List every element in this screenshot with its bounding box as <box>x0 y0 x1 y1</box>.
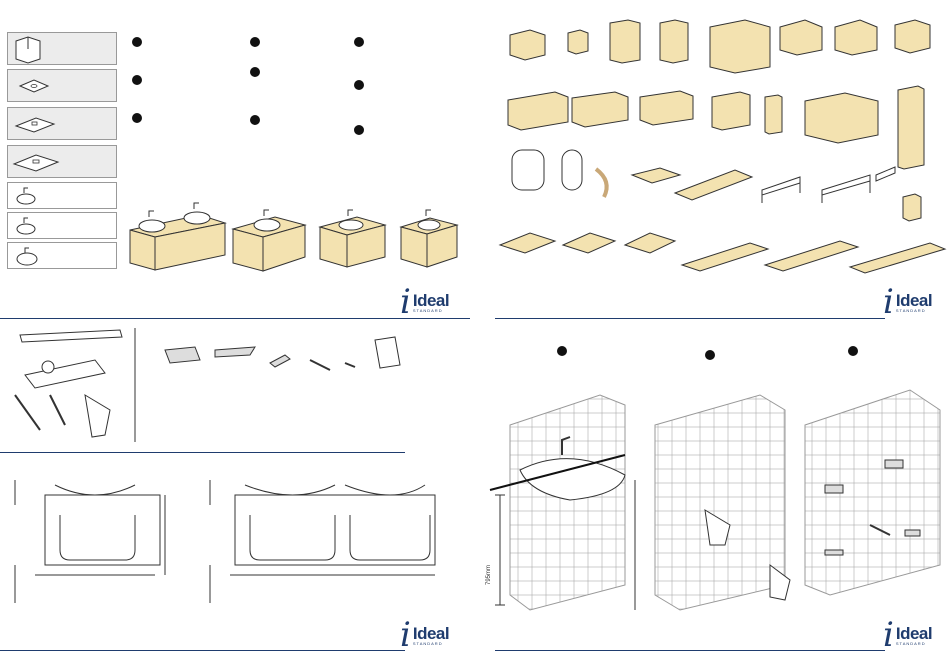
tools-illustration <box>10 325 410 450</box>
divider-line <box>495 650 885 651</box>
bullet-dot <box>354 37 364 47</box>
brand-subtitle: STANDARD <box>896 642 932 646</box>
clip-icon <box>375 337 400 368</box>
type-box-basin-1 <box>7 182 117 209</box>
basin-icon <box>8 243 118 270</box>
bullet-dot <box>354 80 364 90</box>
bullet-dot <box>132 37 142 47</box>
dimension-drawings <box>5 475 455 605</box>
drill-icon <box>85 395 110 437</box>
small-screw-icon <box>345 363 355 367</box>
brand-name: Ideal <box>413 625 449 642</box>
step-dot <box>705 350 715 360</box>
brand-swoosh: i <box>400 618 411 652</box>
frame-icon <box>8 33 118 66</box>
bullet-dot <box>132 113 142 123</box>
spirit-level-icon <box>25 360 105 388</box>
countertop-icon <box>8 108 118 141</box>
basin-icon <box>8 183 118 210</box>
bullet-dot <box>250 115 260 125</box>
bullet-dot <box>250 37 260 47</box>
wall-plug-icon <box>270 355 290 367</box>
divider-line <box>0 452 405 453</box>
brand-subtitle: STANDARD <box>413 642 449 646</box>
brand-swoosh: i <box>400 285 411 319</box>
type-box-top-small <box>7 69 117 102</box>
type-box-basin-2 <box>7 212 117 239</box>
screw-icon <box>310 360 330 370</box>
installation-illustration: 795mm <box>490 385 945 615</box>
type-box-top-medium <box>7 107 117 140</box>
type-box-basin-3 <box>7 242 117 269</box>
bullet-dot <box>132 75 142 85</box>
brand-logo: i Ideal STANDARD <box>883 285 932 319</box>
type-box-frame <box>7 32 117 65</box>
brand-logo: i Ideal STANDARD <box>400 285 449 319</box>
brand-swoosh: i <box>883 618 894 652</box>
brand-subtitle: STANDARD <box>413 309 449 313</box>
bracket-icon <box>165 347 200 363</box>
brand-logo: i Ideal STANDARD <box>883 618 932 652</box>
brand-name: Ideal <box>413 292 449 309</box>
divider-line <box>0 650 405 651</box>
countertop-icon <box>8 70 118 103</box>
brand-name: Ideal <box>896 625 932 642</box>
ruler-icon <box>20 330 122 342</box>
brand-logo: i Ideal STANDARD <box>400 618 449 652</box>
installation-height-label: 795mm <box>486 565 492 585</box>
bullet-dot <box>250 67 260 77</box>
brand-swoosh: i <box>883 285 894 319</box>
bullet-dot <box>354 125 364 135</box>
step-dot <box>557 346 567 356</box>
step-dot <box>848 346 858 356</box>
brand-name: Ideal <box>896 292 932 309</box>
divider-line <box>495 318 885 319</box>
brand-subtitle: STANDARD <box>896 309 932 313</box>
basin-icon <box>8 213 118 240</box>
vanity-units-illustration <box>125 185 465 275</box>
product-range-illustration <box>500 15 945 285</box>
blade-icon <box>215 347 255 357</box>
type-box-top-large <box>7 145 117 178</box>
countertop-icon <box>8 146 118 179</box>
